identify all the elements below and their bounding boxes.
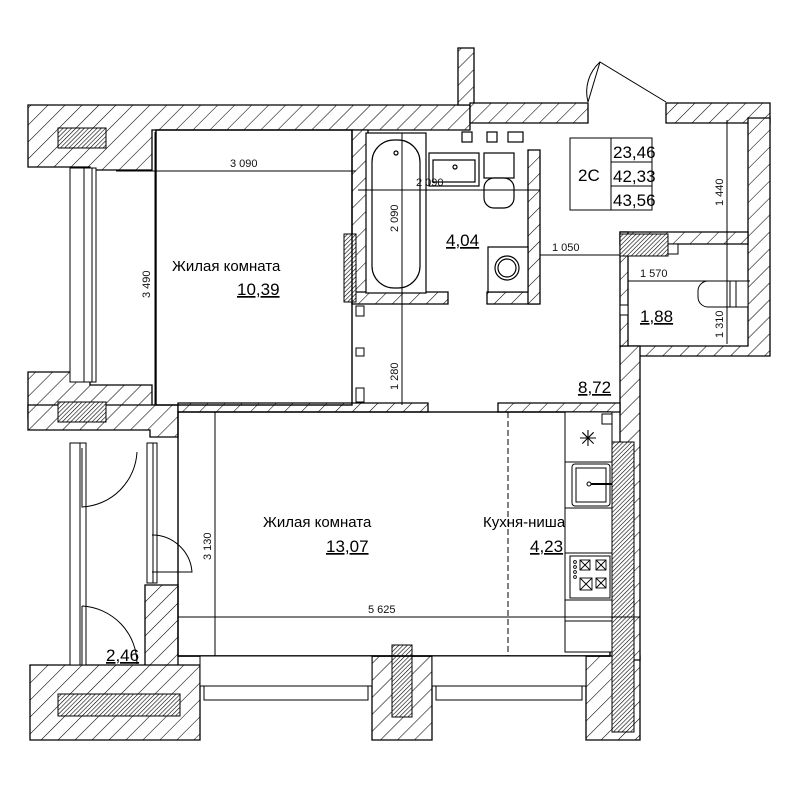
total-area-with-balcony-value: 43,56: [613, 191, 656, 210]
dim-room1-depth: 3 490: [141, 270, 153, 298]
room-name-living-1: Жилая комната: [172, 258, 281, 275]
closet-shelf: [697, 280, 749, 308]
misc-marks: [355, 243, 679, 425]
dim-room1-width: 3 090: [230, 158, 258, 170]
toilet-bowl: [483, 177, 515, 209]
room-name-living-2: Жилая комната: [263, 514, 372, 531]
living-area-value: 23,46: [613, 143, 656, 162]
room-area-bathroom: 4,04: [446, 231, 479, 250]
bathroom-fixtures: [365, 131, 529, 294]
dim-closet-depth: 1 310: [714, 310, 726, 338]
summary-table: [569, 137, 653, 211]
total-area-value: 42,33: [613, 167, 656, 186]
columns: [57, 127, 669, 733]
dim-room2-depth: 3 130: [202, 532, 214, 560]
dim-bath-to-closet: 1 050: [552, 242, 580, 254]
room-area-living-2: 13,07: [326, 537, 369, 556]
dim-bath-width: 2 090: [416, 177, 444, 189]
room-area-hallway: 8,72: [578, 378, 611, 397]
door-swings: [81, 61, 667, 665]
room-area-balcony: 2,46: [106, 646, 139, 665]
dim-hall-top: 1 440: [714, 178, 726, 206]
windows: [69, 167, 587, 701]
dimension-lines: [116, 120, 750, 656]
room-area-kitchen: 4,23: [530, 537, 563, 556]
room-name-kitchen: Кухня-ниша: [483, 514, 566, 531]
fridge-icon: ✳: [579, 426, 597, 451]
dim-closet-width: 1 570: [640, 268, 668, 280]
dim-hall-depth: 1 280: [389, 362, 401, 390]
dim-room2-width: 5 625: [368, 604, 396, 616]
room-area-closet: 1,88: [640, 307, 673, 326]
toilet-tank: [483, 152, 515, 179]
dim-bath-depth: 2 090: [389, 204, 401, 232]
stove-burners: [573, 559, 607, 591]
room-area-living-1: 10,39: [237, 280, 280, 299]
plan-type-label: 2C: [578, 166, 600, 185]
